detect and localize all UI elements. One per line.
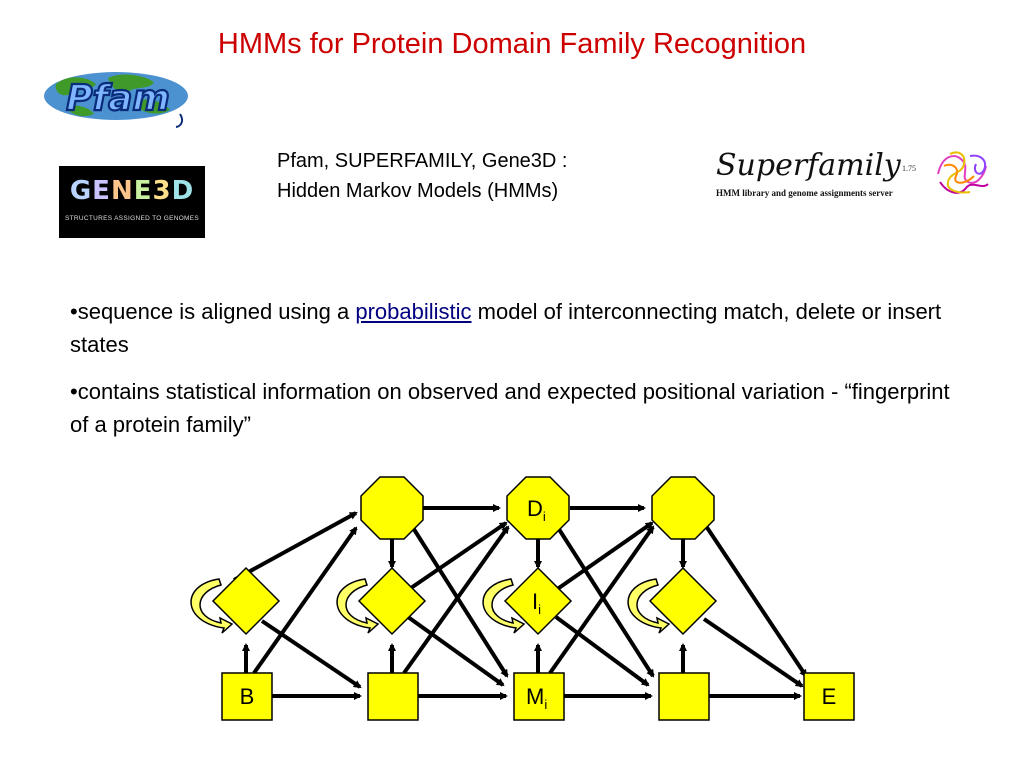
intro-text: Pfam, SUPERFAMILY, Gene3D : Hidden Marko… [277, 146, 568, 206]
superfamily-wordmark: Superfamily [716, 148, 901, 183]
insert-state-ii [503, 566, 573, 636]
gene3d-letter: 3 [152, 176, 172, 206]
begin-label: B [240, 684, 255, 709]
match-state-mi [513, 672, 565, 721]
self-loop-arrow [482, 578, 526, 634]
gene3d-letter: D [171, 176, 195, 206]
intro-line-1: Pfam, SUPERFAMILY, Gene3D : [277, 150, 568, 172]
gene3d-logo: GENE3D STRUCTURES ASSIGNED TO GENOMES [59, 166, 205, 238]
bullet-text: •sequence is aligned using a [70, 299, 356, 324]
pfam-logo-text: Pfam [66, 78, 170, 119]
superfamily-version: 1.75 [902, 164, 916, 173]
pfam-logo: Pfam [38, 70, 190, 128]
insert-state [357, 566, 427, 636]
insert-state [648, 566, 718, 636]
insert-state [211, 566, 281, 636]
gene3d-letter: G [69, 176, 93, 206]
bullet-text: model of interconnecting match, delete o… [70, 299, 942, 357]
protein-structure-icon [937, 151, 989, 194]
probabilistic-link[interactable]: probabilistic [355, 299, 472, 324]
end-state [803, 672, 855, 721]
gene3d-wordmark: GENE3D [59, 176, 205, 206]
self-loop-arrow [190, 578, 234, 634]
match-state [658, 672, 710, 721]
delete-state [360, 476, 424, 540]
self-loop-arrow [336, 578, 380, 634]
self-loop-arrow [627, 578, 671, 634]
intro-line-2: Hidden Markov Models (HMMs) [277, 180, 559, 202]
delete-label: Di [527, 496, 546, 524]
gene3d-letter: N [110, 176, 134, 206]
match-label: Mi [526, 684, 547, 712]
match-state [367, 672, 419, 721]
superfamily-logo: Superfamily 1.75 HMM library and genome … [710, 146, 998, 202]
gene3d-letter: E [133, 176, 153, 206]
bullet-item: •sequence is aligned using a probabilist… [70, 295, 950, 361]
end-label: E [822, 684, 837, 709]
slide-title: HMMs for Protein Domain Family Recogniti… [217, 28, 807, 60]
bullet-list: •sequence is aligned using a probabilist… [70, 295, 950, 455]
gene3d-tagline: STRUCTURES ASSIGNED TO GENOMES [64, 215, 200, 222]
delete-state-di [506, 476, 570, 540]
transition-arrows [233, 504, 808, 700]
bullet-item: •contains statistical information on obs… [70, 379, 950, 437]
delete-state [651, 476, 715, 540]
insert-label: Ii [532, 589, 541, 617]
gene3d-letter: E [92, 176, 111, 206]
begin-state [221, 672, 273, 721]
superfamily-subtitle: HMM library and genome assignments serve… [716, 188, 893, 198]
